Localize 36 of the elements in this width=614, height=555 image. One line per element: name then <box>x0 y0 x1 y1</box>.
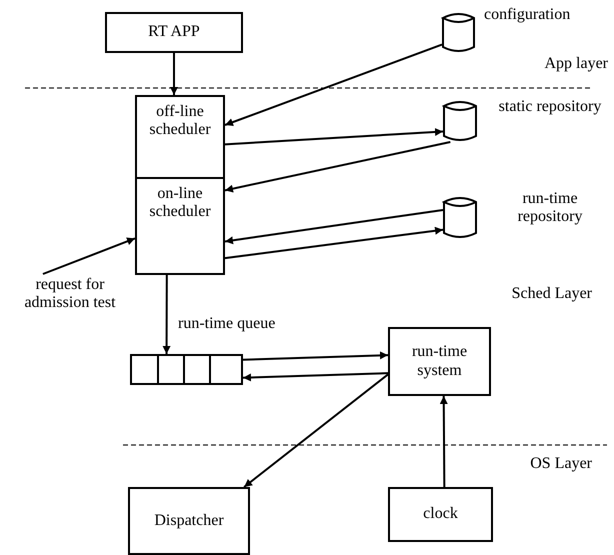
arrow <box>170 53 178 95</box>
arrow <box>242 351 388 361</box>
node-caption: run-time repository <box>516 190 584 227</box>
node-label: off-line scheduler <box>148 103 212 140</box>
layer-label: OS Layer <box>529 455 592 474</box>
node-caption: static repository <box>498 98 602 116</box>
node-caption: run-time queue <box>178 315 276 334</box>
annotation-text: request for admission test <box>4 274 136 314</box>
node-caption: configuration <box>484 6 572 24</box>
node-label: Dispatcher <box>154 512 224 530</box>
database-cylinder <box>443 100 477 142</box>
arrow <box>224 226 444 260</box>
queue-drawing <box>130 354 243 385</box>
arrow <box>440 396 448 487</box>
node-label: RT APP <box>148 23 200 42</box>
arrow <box>224 141 451 193</box>
process-box <box>388 487 493 542</box>
arrow <box>242 372 388 382</box>
process-box <box>388 327 491 396</box>
database-cylinder <box>442 12 475 53</box>
process-box <box>135 95 225 179</box>
node-label: on-line scheduler <box>148 185 212 222</box>
process-box <box>135 177 225 275</box>
node-label: clock <box>423 505 458 524</box>
arrow <box>162 275 171 354</box>
layer-label: App layer <box>543 55 608 74</box>
layer-label: Sched Layer <box>510 285 592 304</box>
process-box <box>105 12 243 53</box>
arrow <box>224 128 444 146</box>
arrow <box>244 374 389 488</box>
database-cylinder <box>443 196 477 239</box>
arrow <box>224 44 442 126</box>
node-label: run-time system <box>410 343 468 380</box>
arrow <box>224 208 444 244</box>
arrow <box>42 237 136 275</box>
process-box <box>128 487 250 555</box>
